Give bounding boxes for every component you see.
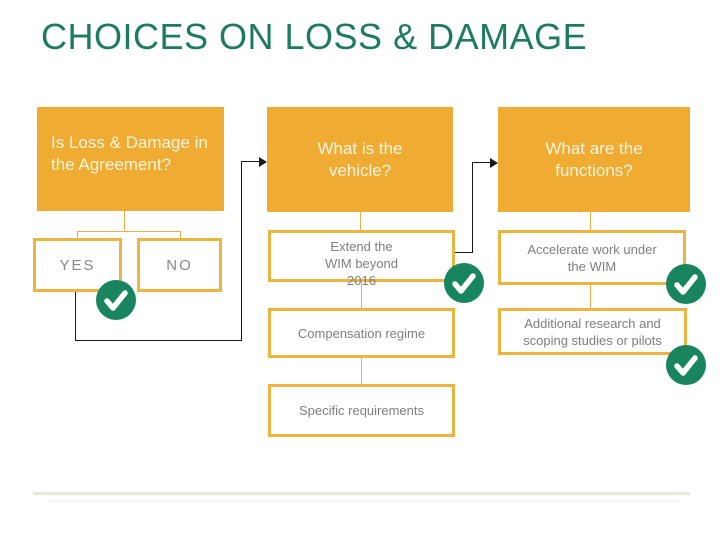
- question-label-functions: What are the functions?: [545, 138, 643, 180]
- option-label-accelerate-wim: Accelerate work under the WIM: [527, 241, 657, 274]
- check-badge-additional: [666, 345, 706, 385]
- option-box-no: NO: [137, 238, 222, 292]
- option-label-specific-requirements: Specific requirements: [299, 403, 424, 418]
- option-box-accelerate-wim: Accelerate work under the WIM: [498, 230, 686, 285]
- check-icon: [674, 274, 698, 295]
- question-box-vehicle: What is the vehicle?: [267, 107, 453, 212]
- connector-extend-to-compensation: [361, 282, 362, 308]
- check-icon: [452, 273, 476, 294]
- connector-extend-up: [472, 162, 473, 253]
- question-box-functions: What are the functions?: [498, 107, 690, 212]
- connector-agreement-split: [77, 231, 181, 232]
- arrow-icon-functions: [490, 158, 498, 168]
- option-label-additional-research: Additional research and scoping studies …: [523, 315, 662, 348]
- check-icon: [104, 290, 128, 311]
- footer-divider: [33, 492, 690, 495]
- connector-to-yes: [77, 231, 78, 239]
- option-box-compensation: Compensation regime: [268, 308, 455, 358]
- connector-yes-into-vehicle: [241, 161, 260, 162]
- option-box-specific-requirements: Specific requirements: [268, 384, 455, 437]
- connector-functions-to-accelerate: [590, 212, 591, 230]
- check-badge-extend: [444, 263, 484, 303]
- slide-title: CHOICES ON LOSS & DAMAGE: [41, 16, 588, 57]
- question-box-agreement: Is Loss & Damage in the Agreement?: [37, 107, 224, 211]
- footer-divider-shadow: [48, 500, 680, 502]
- connector-agreement-down: [124, 211, 125, 232]
- connector-extend-into-functions: [472, 162, 491, 163]
- connector-extend-out: [455, 252, 473, 253]
- connector-compensation-to-specific: [361, 358, 362, 384]
- question-label-vehicle: What is the vehicle?: [317, 138, 403, 180]
- connector-yes-across: [75, 340, 242, 341]
- check-icon: [674, 355, 698, 376]
- connector-to-no: [180, 231, 181, 239]
- connector-yes-up: [241, 161, 242, 341]
- option-box-additional-research: Additional research and scoping studies …: [498, 308, 687, 355]
- option-label-compensation: Compensation regime: [297, 325, 426, 341]
- option-label-yes: YES: [59, 256, 96, 274]
- connector-vehicle-to-extend: [360, 212, 361, 230]
- connector-accelerate-to-additional: [590, 285, 591, 308]
- check-badge-accelerate: [666, 264, 706, 304]
- option-box-extend-wim: Extend the WIM beyond 2016: [268, 230, 455, 288]
- option-label-no: NO: [166, 256, 193, 274]
- check-badge-yes: [96, 280, 136, 320]
- question-label-agreement: Is Loss & Damage in the Agreement?: [51, 133, 208, 174]
- arrow-icon-vehicle: [259, 157, 267, 167]
- connector-yes-down: [75, 292, 76, 340]
- option-label-extend-wim: Extend the WIM beyond 2016: [325, 239, 398, 288]
